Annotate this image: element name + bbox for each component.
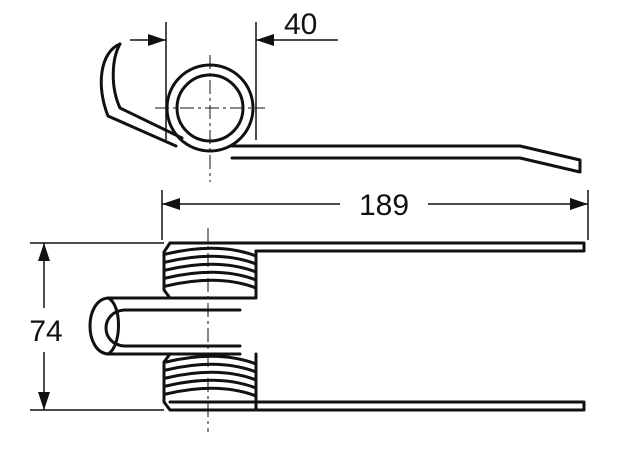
hook-tail <box>99 42 178 148</box>
loop-end-detail <box>106 296 120 356</box>
upper-tine <box>168 241 586 253</box>
tine-arm-side <box>230 144 582 174</box>
dimension-label-74: 74 <box>29 315 62 348</box>
dimension-74: 74 <box>29 242 164 411</box>
lower-coil-outline <box>162 352 258 412</box>
dimension-label-40: 40 <box>284 8 317 41</box>
arrow-start <box>162 198 180 210</box>
upper-coil-outline <box>162 241 258 300</box>
dimension-label-189: 189 <box>359 189 409 222</box>
lower-coil-windings <box>164 354 258 398</box>
arrow-left <box>148 34 166 46</box>
dimension-189: 189 <box>161 189 589 240</box>
bottom-view <box>88 228 586 432</box>
lower-tine <box>168 400 586 412</box>
top-view <box>99 42 582 182</box>
arrow-top <box>38 243 50 261</box>
arrow-right <box>256 34 274 46</box>
connecting-loop <box>88 296 242 356</box>
dimension-40: 40 <box>130 8 338 140</box>
arrow-end <box>570 198 588 210</box>
connecting-loop-inner <box>104 308 242 348</box>
upper-coil-windings <box>164 246 258 290</box>
hook-tail-inner <box>111 42 184 140</box>
arrow-bottom <box>38 392 50 410</box>
